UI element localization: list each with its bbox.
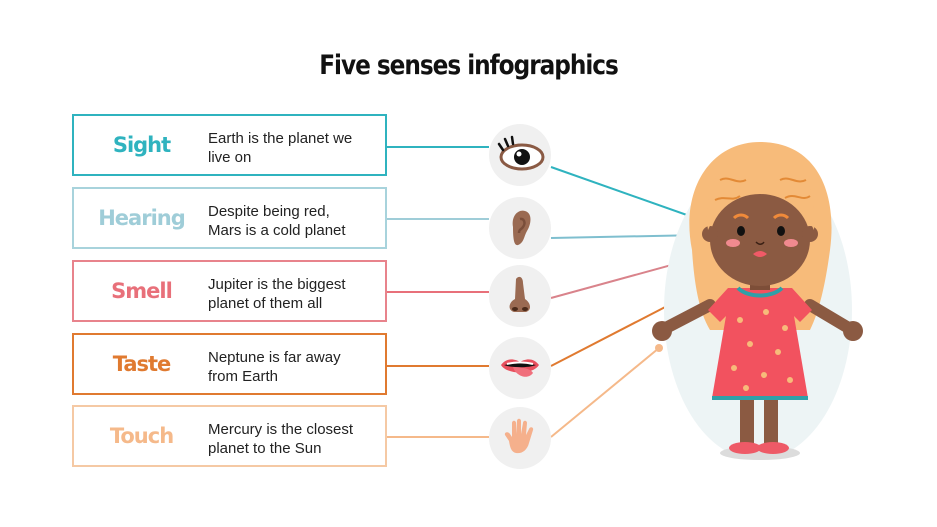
sense-label: Touch [109,424,174,448]
sense-box-hearing: Hearing Despite being red,Mars is a cold… [72,187,387,249]
mouth-icon [489,337,551,399]
girl-illustration [652,142,863,460]
hand-icon [489,407,551,469]
eye-icon [489,124,551,186]
sense-description: Despite being red,Mars is a cold planet [208,203,346,239]
sense-label: Taste [112,352,172,376]
page-title: Five senses infographics [319,50,619,81]
sense-label: Hearing [98,206,186,230]
sense-label: Smell [111,279,173,303]
nose-icon [489,265,551,327]
sense-label: Sight [112,133,171,157]
ear-icon [489,197,551,259]
